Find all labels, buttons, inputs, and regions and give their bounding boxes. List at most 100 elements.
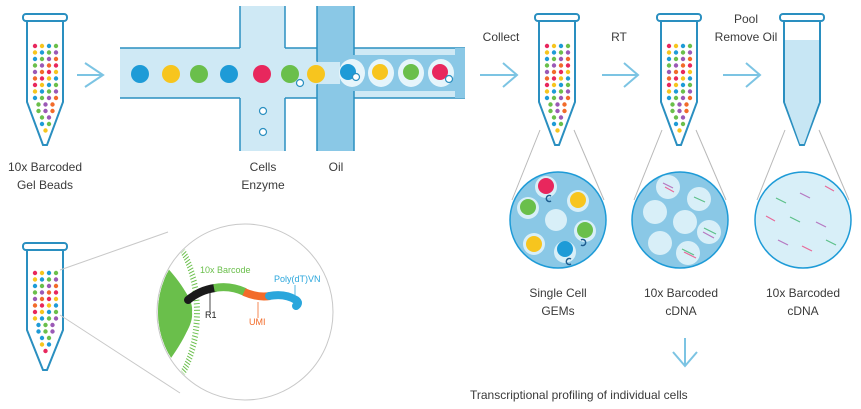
- cells-label: Cells: [249, 160, 277, 174]
- tube-dot: [687, 76, 693, 81]
- tube-dot: [39, 82, 45, 88]
- tube-dot: [680, 63, 686, 68]
- tube-dot: [551, 115, 557, 120]
- bead-oligo-strand: [175, 239, 180, 246]
- cdna1-label-line2: cDNA: [665, 304, 697, 318]
- tube-dot: [680, 56, 686, 62]
- tube-dot: [46, 82, 52, 88]
- bead-oligo-strand: [183, 256, 190, 261]
- tube-dot: [39, 270, 45, 276]
- tube-dot: [46, 63, 52, 68]
- final-caption: Transcriptional profiling of individual …: [470, 388, 688, 402]
- tube-dot: [43, 329, 48, 334]
- bead-oligo-strand: [167, 231, 171, 238]
- tube-dot: [46, 270, 52, 276]
- tube-dot: [46, 303, 52, 308]
- tube-dot: [32, 283, 38, 289]
- tube-dot: [555, 108, 560, 114]
- bead-oligo-strand: [191, 282, 198, 286]
- tube-dot: [544, 89, 550, 94]
- r1-label: R1: [205, 310, 217, 320]
- tube-dot: [687, 63, 693, 68]
- tube-dot: [666, 82, 672, 88]
- cdna-zoom-circle-2: [754, 171, 852, 269]
- tube-dot: [39, 95, 45, 101]
- tube-dot: [39, 316, 45, 321]
- tube-dot: [50, 329, 55, 334]
- tube-dot: [32, 63, 38, 68]
- tube-dot: [687, 56, 693, 62]
- bead-oligo-strand: [191, 335, 199, 338]
- tube-dot: [39, 335, 45, 341]
- bead-oligo-strand: [186, 264, 193, 269]
- tube-dot: [562, 102, 567, 107]
- tube-dot: [46, 296, 52, 302]
- tube-dot: [544, 95, 550, 101]
- tube-dot: [46, 50, 52, 55]
- bead-oligo-strand: [182, 365, 188, 371]
- tube-dot: [673, 76, 679, 81]
- tube-dot: [39, 50, 45, 55]
- tube-dot: [666, 50, 672, 55]
- bead-oligo-strand: [181, 368, 187, 373]
- tube-dot: [43, 348, 48, 354]
- bead-oligo-strand: [185, 358, 192, 363]
- tube-dot: [39, 63, 45, 68]
- tube-dot: [32, 95, 38, 101]
- oil-label: Oil: [328, 160, 344, 174]
- tube-dot: [677, 128, 682, 133]
- tube-dot: [46, 290, 52, 295]
- tube-dot: [666, 63, 672, 68]
- tube-dot: [39, 342, 45, 347]
- gems-zoom-circle: [509, 171, 607, 269]
- tube-dot: [46, 69, 52, 75]
- tube-dot: [666, 69, 672, 75]
- bead-oligo-strand: [182, 253, 188, 259]
- tube-dot: [687, 50, 693, 55]
- bead-oligo-strand: [187, 352, 194, 357]
- bead-oligo-strand: [173, 237, 178, 244]
- tube-dot: [53, 95, 59, 101]
- tube-dot: [666, 89, 672, 94]
- tube-dot: [565, 56, 571, 62]
- arrow-icon: [502, 62, 519, 88]
- tube-dot: [551, 63, 557, 68]
- tube-dot: [673, 69, 679, 75]
- tube-dot: [555, 128, 560, 133]
- tube-dot: [565, 76, 571, 81]
- tube-dot: [687, 82, 693, 88]
- tube-dot: [544, 50, 550, 55]
- tube-dot: [43, 102, 48, 107]
- tube-dot: [680, 95, 686, 101]
- bead-oligo-strand: [184, 258, 191, 264]
- tube-dot: [32, 82, 38, 88]
- umi-label: UMI: [249, 317, 266, 327]
- tube-dot: [39, 115, 45, 120]
- bead-oligo-strand: [172, 382, 177, 388]
- bead-oligo-strand: [175, 378, 180, 385]
- tube-dot: [39, 290, 45, 295]
- tube-dot: [46, 121, 52, 127]
- tube-dot: [680, 69, 686, 75]
- tube-dot: [551, 89, 557, 94]
- tube-dot: [551, 56, 557, 62]
- tube-dot: [565, 69, 571, 75]
- tube-dot: [673, 95, 679, 101]
- tube-dot: [50, 108, 55, 114]
- tube-dot: [544, 69, 550, 75]
- tube-dot: [46, 335, 52, 341]
- gems-label: Single Cell GEMs: [518, 284, 598, 320]
- tube-dot: [39, 121, 45, 127]
- tube-dot: [673, 63, 679, 68]
- down-arrow-icon: [672, 338, 698, 368]
- tube-dot: [673, 121, 679, 127]
- bead-oligo-strand: [190, 341, 197, 345]
- rt-label: RT: [611, 30, 627, 44]
- tube-dot: [32, 296, 38, 302]
- bead-oligo-strand: [192, 332, 199, 335]
- tube-dot: [565, 82, 571, 88]
- bead-oligo-strand: [193, 302, 200, 305]
- arrow-icon: [745, 62, 762, 88]
- tube-dot: [53, 296, 59, 302]
